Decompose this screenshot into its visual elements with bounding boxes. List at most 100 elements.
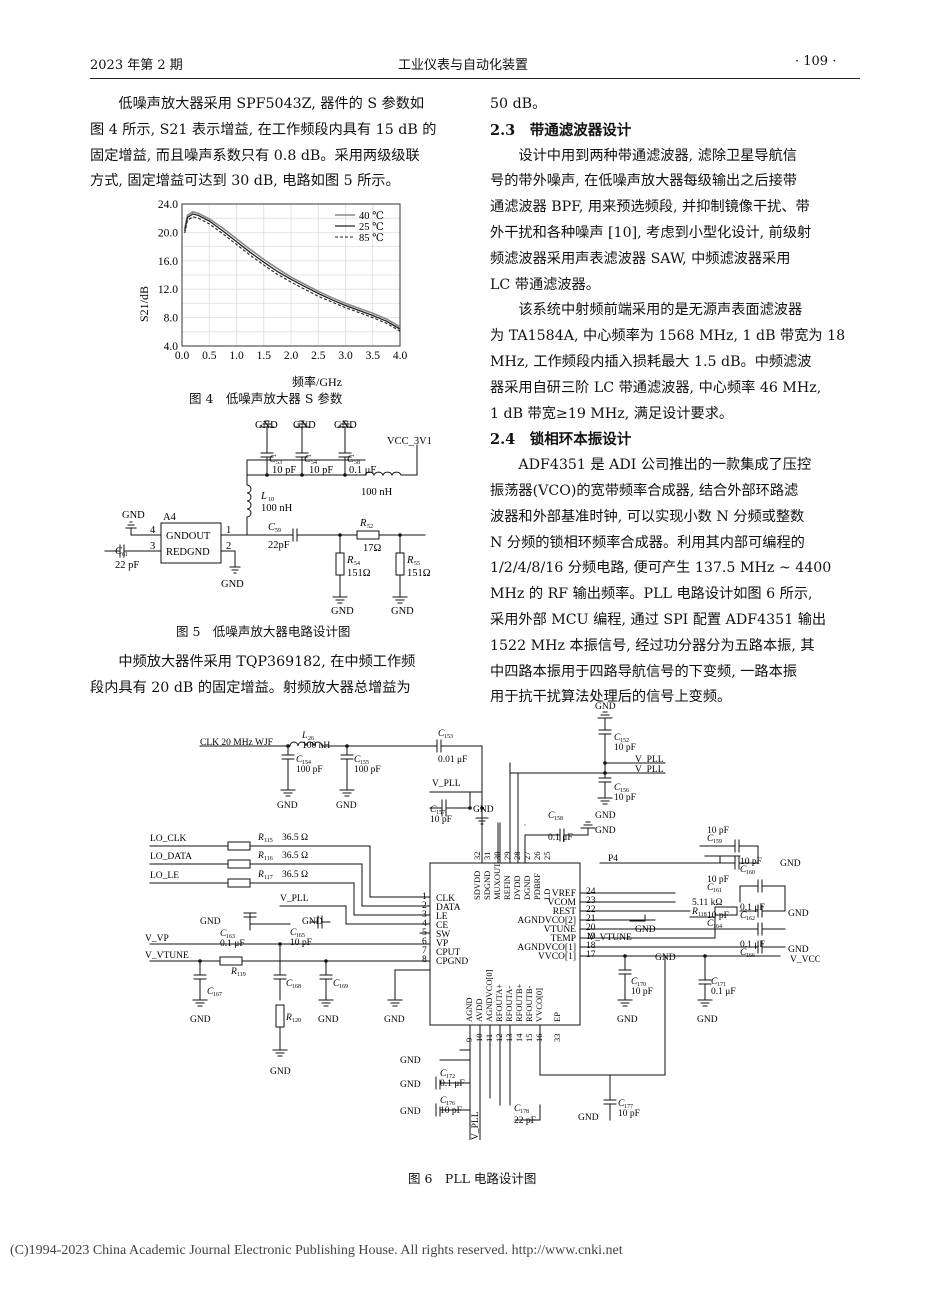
pin-number: 4 [150, 525, 156, 536]
chart-series-group [183, 210, 401, 332]
a4-label: A4 [163, 512, 177, 523]
gnd-label: GND [473, 805, 494, 815]
pin-label: AGNDVCO[1] [517, 943, 576, 953]
c59-sub: 59 [275, 528, 281, 534]
c152-value: 10 pF [614, 743, 636, 753]
c160-sub: 160 [746, 870, 755, 876]
c170-label: C [631, 977, 638, 987]
c155-value: 100 pF [354, 765, 381, 775]
r119-sub: 119 [237, 972, 246, 978]
pin-label: CE [436, 921, 448, 931]
x-tick-label: 4.0 [393, 350, 408, 362]
pin-redgnd: REDGND [166, 547, 210, 558]
pin-number: 8 [422, 955, 427, 965]
pin-number: 20 [586, 923, 596, 933]
text-line: 方式, 固定增益可达到 30 dB, 电路如图 5 所示。 [90, 173, 400, 190]
v-vtune-label: V_VTUNE [145, 951, 189, 961]
pin-number: 21 [586, 914, 596, 924]
c158-sub: 158 [554, 816, 563, 822]
figure-5-caption: 图 5 低噪声放大器电路设计图 [176, 624, 351, 639]
series-line [184, 213, 401, 330]
pin-label: CPGND [436, 957, 468, 967]
c172-label: C [440, 1069, 447, 1079]
pin-label: SDGND [482, 871, 492, 900]
gnd-label: GND [595, 826, 616, 836]
r52-sub: 52 [367, 524, 373, 530]
c166-sub: 166 [746, 953, 755, 959]
c159-value: 10 pF [707, 826, 729, 836]
pin-label: AGNDVCO[0] [484, 969, 494, 1022]
r54-label: R [346, 555, 354, 566]
c156-label: C [614, 783, 621, 793]
c162-label: C [740, 911, 747, 921]
clk-signal-label: CLK 20 MHz WJF [200, 738, 273, 748]
pin-label: VREF [552, 889, 576, 899]
x-tick-label: 2.0 [284, 350, 299, 362]
c58-value: 0.1 μF [349, 465, 376, 476]
legend-label: 40 ℃ [359, 211, 384, 222]
pin-number: 30 [492, 852, 502, 861]
pin-label: DATA [436, 903, 461, 913]
pin-label: REST [553, 907, 576, 917]
c178-value: 22 pF [514, 1116, 536, 1126]
pin-label: AVDD [474, 999, 484, 1022]
c171-sub: 171 [717, 982, 726, 988]
text-line: LC 带通滤波器。 [490, 276, 600, 293]
gnd-label: GND [400, 1107, 421, 1117]
c59-label: C [268, 522, 276, 533]
pin-label: CPUT [436, 948, 460, 958]
pin-label: CLK [436, 894, 455, 904]
pin-label: EP [552, 1012, 562, 1022]
r116-label: R [257, 851, 264, 861]
c177-label: C [618, 1099, 625, 1109]
r116-value: 36.5 Ω [282, 851, 308, 861]
gnd-label: GND [293, 420, 316, 431]
r120-label: R [285, 1013, 292, 1023]
c156-sub: 156 [620, 788, 629, 794]
c160-value: 10 pF [740, 857, 762, 867]
gnd-label: GND [635, 925, 656, 935]
c165-sub: 165 [296, 933, 305, 939]
pin-label: LD [542, 889, 552, 900]
c162-value: 0.1 μF [740, 903, 765, 913]
gnd-label: GND [336, 801, 357, 811]
l-top-value: 100 nH [361, 487, 393, 498]
c161-sub: 161 [713, 888, 722, 894]
text-line: 用于抗干扰算法处理后的信号上变频。 [490, 689, 732, 706]
v-pll-label: V_PLL [432, 779, 461, 789]
p4-label: P4 [608, 854, 618, 864]
v-vco-label: V_VCO [790, 955, 820, 965]
r115-label: R [257, 833, 264, 843]
c176-value: 10 pF [440, 1106, 462, 1116]
text-line: 为 TA1584A, 中心频率为 1568 MHz, 1 dB 带宽为 18 [490, 328, 846, 345]
section-heading-2-3: 2.3 带通滤波器设计 [490, 118, 862, 144]
pin-number: 11 [484, 1034, 494, 1042]
c154-value: 100 pF [296, 765, 323, 775]
c58-label: C [347, 454, 355, 465]
section-title: 锁相环本振设计 [529, 431, 632, 449]
gnd-label: GND [277, 801, 298, 811]
c159-label: C [707, 834, 714, 844]
text-line: N 分频的锁相环频率合成器。利用其内部可编程的 [490, 534, 805, 551]
c171-label: C [711, 977, 718, 987]
gnd-label: GND [595, 811, 616, 821]
c54-label: C [304, 454, 312, 465]
c167-sub: 167 [213, 992, 222, 998]
c163-label: C [220, 929, 227, 939]
pin-number: 4 [422, 919, 427, 929]
pin-label: SW [436, 930, 450, 940]
section-heading-2-4: 2.4 锁相环本振设计 [490, 427, 862, 453]
pin-number: 17 [586, 950, 596, 960]
c168-sub: 168 [292, 984, 301, 990]
gnd-label: GND [384, 1015, 405, 1025]
section-number: 2.4 [490, 431, 516, 449]
pin-number: 25 [542, 852, 552, 861]
text-line: 通滤波器 BPF, 用来预选频段, 并抑制镜像干扰、带 [490, 199, 810, 216]
r118-sub: 118 [698, 912, 707, 918]
legend-label: 85 ℃ [359, 233, 384, 244]
pin-label: VTUNE [544, 925, 576, 935]
c153-value: 0.01 μF [438, 755, 467, 765]
pin-label: VVCO[1] [538, 952, 576, 962]
c61-value: 22 pF [115, 560, 139, 571]
c59-value: 22pF [268, 540, 290, 551]
